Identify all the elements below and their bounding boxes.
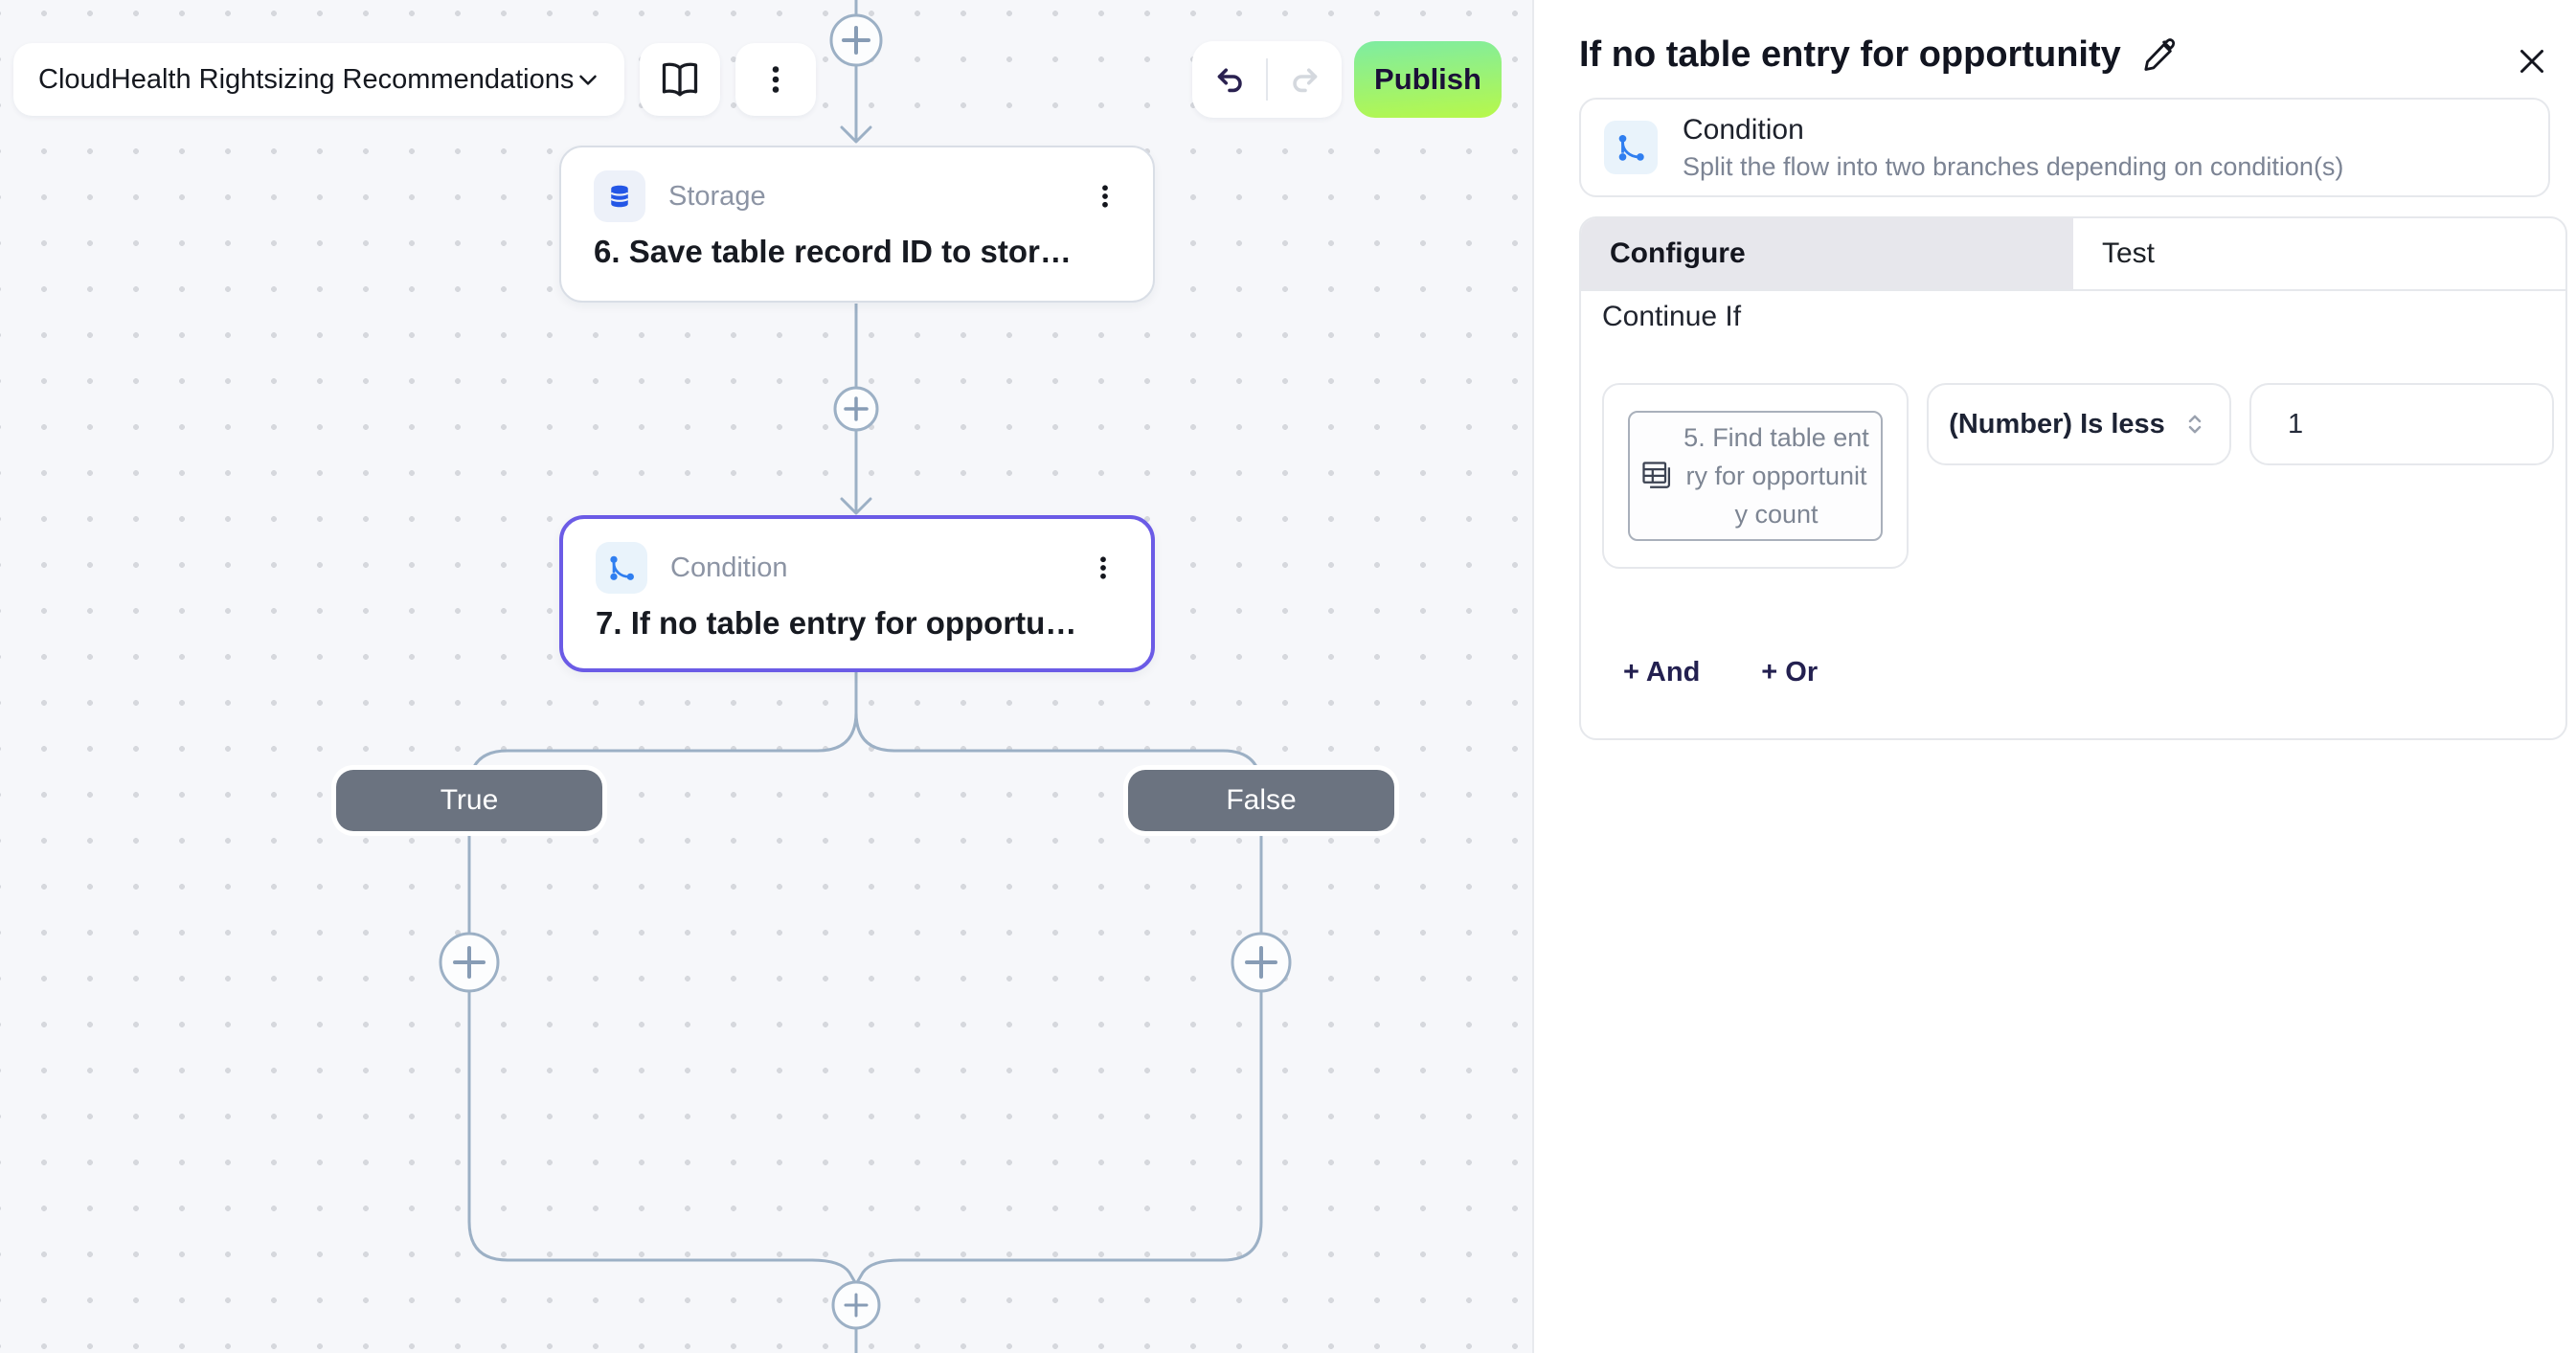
edit-title-button[interactable] <box>2140 36 2179 75</box>
redo-button[interactable] <box>1268 41 1342 118</box>
tab-configure[interactable]: Configure <box>1581 218 2073 289</box>
step-type-name: Condition <box>1683 113 1804 146</box>
redo-icon <box>1288 62 1322 97</box>
datapill[interactable]: 5. Find table entry for opportunity coun… <box>1628 411 1883 541</box>
continue-if-label: Continue If <box>1602 301 1742 332</box>
tab-test[interactable]: Test <box>2073 218 2565 289</box>
close-panel-button[interactable] <box>2511 40 2553 82</box>
kebab-icon <box>758 60 793 99</box>
undo-icon <box>1212 62 1247 97</box>
panel-title: If no table entry for opportunity <box>1579 34 2121 75</box>
tab-test-label: Test <box>2102 237 2156 269</box>
flow-connectors <box>439 0 1292 1353</box>
book-icon <box>659 58 701 101</box>
condition-field-pill[interactable]: 5. Find table entry for opportunity coun… <box>1602 383 1909 569</box>
condition-value-input[interactable] <box>2249 383 2554 465</box>
add-and-button[interactable]: + And <box>1623 657 1701 688</box>
operator-dropdown[interactable]: (Number) Is less <box>1927 383 2231 465</box>
configure-card: Configure Test Continue If 5. Find table… <box>1579 216 2567 740</box>
node-menu-button[interactable] <box>1084 546 1122 590</box>
close-icon <box>2515 44 2549 79</box>
storage-database-icon <box>594 170 645 222</box>
docs-button[interactable] <box>640 43 720 116</box>
branch-true-text: True <box>440 784 499 816</box>
undo-button[interactable] <box>1192 41 1266 118</box>
tab-configure-label: Configure <box>1610 237 1746 269</box>
tab-bar: Configure Test <box>1581 218 2565 291</box>
history-controls <box>1192 41 1342 118</box>
condition-branch-icon <box>596 542 647 594</box>
node-storage[interactable]: Storage 6. Save table record ID to stor… <box>559 146 1155 303</box>
condition-branch-icon <box>1604 121 1658 174</box>
flow-name-dropdown[interactable]: CloudHealth Rightsizing Recommendations <box>13 43 624 116</box>
pencil-icon <box>2140 36 2179 75</box>
node-condition-selected[interactable]: Condition 7. If no table entry for oppor… <box>559 515 1155 672</box>
operator-label: (Number) Is less <box>1949 408 2165 440</box>
flow-name-label: CloudHealth Rightsizing Recommendations <box>38 63 575 95</box>
panel-header: If no table entry for opportunity <box>1579 34 2179 76</box>
branch-label-true: True <box>336 770 602 831</box>
node-type-label: Condition <box>670 552 788 583</box>
flow-canvas[interactable]: CloudHealth Rightsizing Recommendations <box>0 0 1532 1353</box>
node-type-label: Storage <box>668 180 766 212</box>
condition-logic-buttons: + And + Or <box>1623 657 1818 688</box>
branch-false-text: False <box>1226 784 1297 816</box>
chevron-down-icon <box>574 65 602 94</box>
unfold-more-icon <box>2181 410 2209 439</box>
branch-label-false: False <box>1128 770 1394 831</box>
add-or-button[interactable]: + Or <box>1761 657 1819 688</box>
publish-label: Publish <box>1374 62 1481 96</box>
step-type-card: Condition Split the flow into two branch… <box>1579 98 2550 197</box>
publish-button[interactable]: Publish <box>1354 41 1502 118</box>
step-config-panel: If no table entry for opportunity <box>1532 0 2576 1353</box>
step-type-description: Split the flow into two branches dependi… <box>1683 151 2344 181</box>
node-title: 6. Save table record ID to stor… <box>594 234 1072 269</box>
node-menu-button[interactable] <box>1086 174 1124 218</box>
history-divider <box>1266 58 1268 101</box>
flow-menu-button[interactable] <box>735 43 816 116</box>
table-copy-icon <box>1639 459 1674 493</box>
datapill-text: 5. Find table entry for opportunity coun… <box>1683 423 1869 529</box>
node-title: 7. If no table entry for opportu… <box>596 605 1077 641</box>
